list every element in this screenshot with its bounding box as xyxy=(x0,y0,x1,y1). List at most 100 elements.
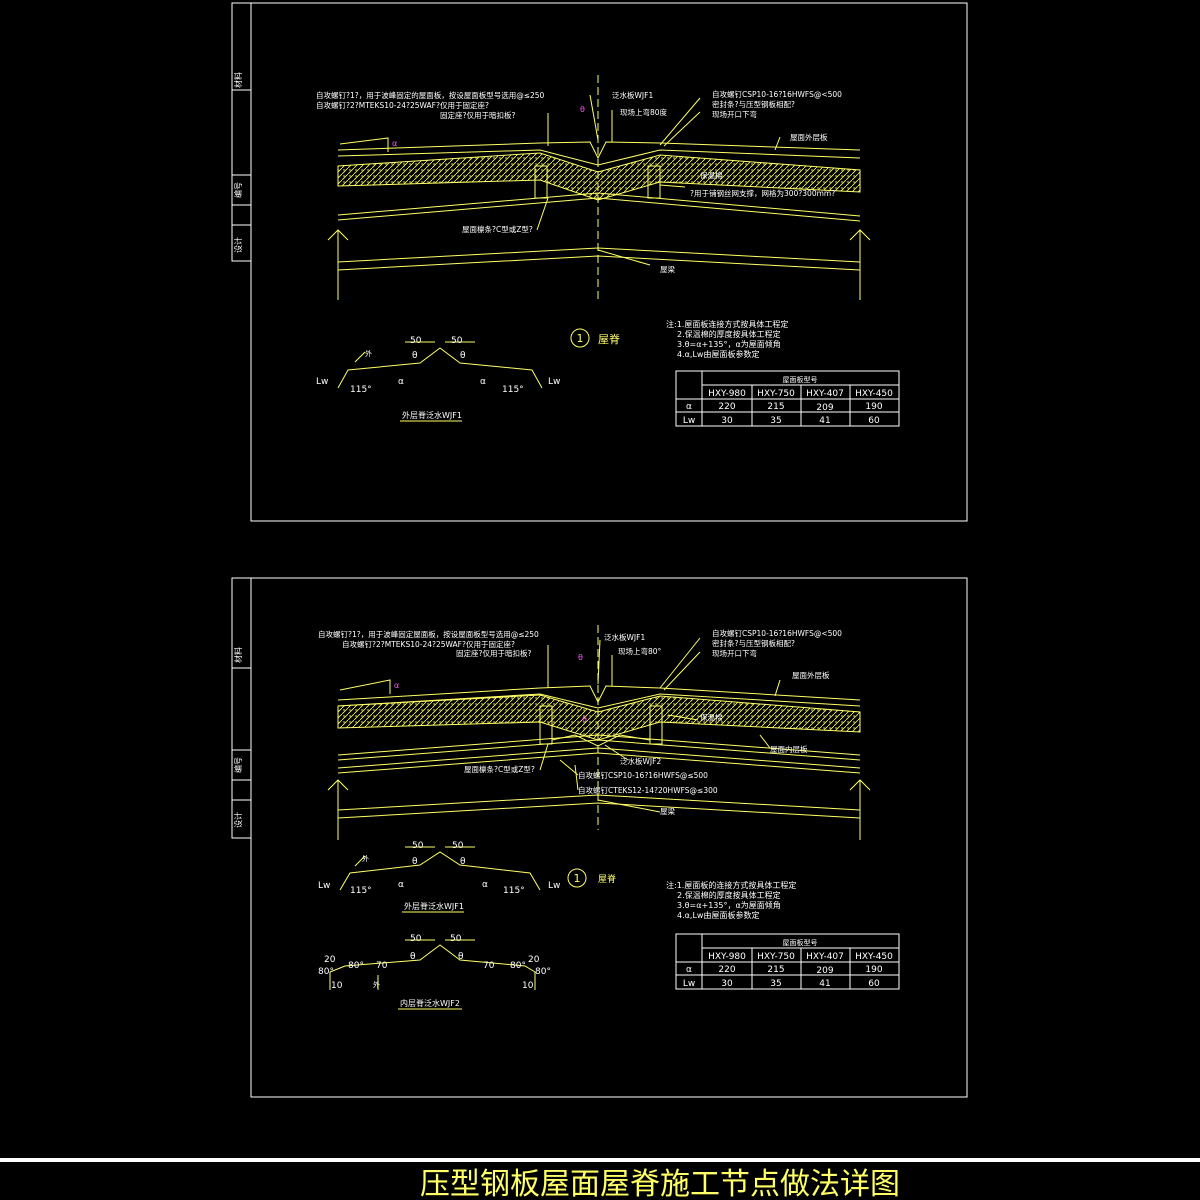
insulation-band xyxy=(337,152,861,201)
callout: 密封条?与压型钢板相配? xyxy=(712,99,795,109)
dim: 70 xyxy=(376,961,388,971)
note: 3.θ=α+135°，α为屋面倾角 xyxy=(677,900,781,910)
dim: α xyxy=(398,377,404,387)
profile-caption: 外层脊泛水WJF1 xyxy=(402,410,462,420)
dim: 115° xyxy=(350,385,372,395)
dim: Lw xyxy=(316,377,328,387)
table-cell: 60 xyxy=(868,416,880,426)
dim: 115° xyxy=(350,886,372,896)
dim: 50 xyxy=(452,841,464,851)
dim: Lw xyxy=(548,377,560,387)
dim: θ xyxy=(410,952,416,962)
profile-wjf1 xyxy=(337,341,543,389)
callout: 保温棉 xyxy=(700,712,723,722)
table-row-label: Lw xyxy=(683,416,695,426)
tab-label: 材料 xyxy=(233,647,243,663)
outer-panel-line xyxy=(337,141,861,160)
callout: 泛水板WJF2 xyxy=(620,756,661,766)
callout: 固定座?仅用于暗扣板? xyxy=(456,648,531,658)
dim: Lw xyxy=(318,881,330,891)
sheet-top: 材料 编号 设计 xyxy=(231,2,968,522)
callout: 屋梁 xyxy=(660,807,675,816)
dim: α xyxy=(482,880,488,890)
table-cell: 60 xyxy=(868,979,880,989)
note: 4.α,Lw由屋面板参数定 xyxy=(677,349,759,359)
slope-mark: α xyxy=(394,681,399,690)
table-cell: 220 xyxy=(718,402,735,412)
dim: 外 xyxy=(362,854,369,863)
profile-table xyxy=(675,370,900,427)
dim: θ xyxy=(412,857,418,867)
sheet-bottom: 材料 编号 设计 xyxy=(231,577,968,1098)
title-block-strip xyxy=(231,2,252,262)
callout: 屋面内层板 xyxy=(770,744,808,754)
callout: 自攻螺钉CSP10-16?16HWFS@<500 xyxy=(712,89,842,99)
dim: 50 xyxy=(450,934,462,944)
dim: 80° xyxy=(348,961,364,971)
dim: θ xyxy=(412,351,418,361)
table-cell: 209 xyxy=(816,403,833,413)
dim: 20 xyxy=(528,955,540,965)
ridge-section xyxy=(327,625,871,840)
note: 注:1.屋面板连接方式按具体工程定 xyxy=(666,319,788,329)
callout: 自攻螺钉CTEKS12-14?20HWFS@≤300 xyxy=(578,785,718,795)
table-cell: 220 xyxy=(718,965,735,975)
dim: θ xyxy=(460,857,466,867)
table-cell: 30 xyxy=(721,416,733,426)
table-cell: 209 xyxy=(816,966,833,976)
dim: θ xyxy=(458,952,464,962)
theta-mark: θ xyxy=(582,715,587,724)
table-cell: 35 xyxy=(770,416,781,426)
dim: 80° xyxy=(535,967,551,977)
callout: 屋面外层板 xyxy=(790,132,828,142)
note: 2.保温棉的厚度按具体工程定 xyxy=(677,890,781,900)
dim: 外 xyxy=(373,980,380,989)
callout: 屋面檩条?C型或Z型? xyxy=(464,764,535,774)
callout: 泛水板WJF1 xyxy=(612,90,653,100)
profile-wjf2 xyxy=(329,939,536,990)
dim: 50 xyxy=(410,336,422,346)
dim: 50 xyxy=(451,336,463,346)
callout: 自攻螺钉CSP10-16?16HWFS@≤500 xyxy=(578,770,708,780)
table-row-label: α xyxy=(686,402,692,412)
tab-label: 编号 xyxy=(233,182,243,198)
slope-mark: α xyxy=(392,139,397,148)
table-group-header: 屋面板型号 xyxy=(783,938,818,947)
profile-caption: 外层脊泛水WJF1 xyxy=(404,901,464,911)
page-title: 压型钢板屋面屋脊施工节点做法详图 xyxy=(420,1167,900,1200)
note: 3.θ=α+135°，α为屋面倾角 xyxy=(677,339,781,349)
sheet-frame xyxy=(250,2,968,522)
table-header: HXY-980 xyxy=(708,389,746,399)
insulation-band xyxy=(337,694,861,741)
purlin-right xyxy=(647,165,661,199)
title-bar xyxy=(0,1158,1200,1162)
purlin-right xyxy=(649,705,663,745)
table-cell: 35 xyxy=(770,979,781,989)
callout: 现场上弯80° xyxy=(618,646,662,656)
tab-label: 编号 xyxy=(233,757,243,773)
profile-caption: 内层脊泛水WJF2 xyxy=(400,998,460,1008)
table-cell: 215 xyxy=(767,402,784,412)
table-row-label: Lw xyxy=(683,979,695,989)
roof-beam xyxy=(337,794,861,811)
dim: 50 xyxy=(410,934,422,944)
tab-label: 材料 xyxy=(233,72,243,88)
purlin-left xyxy=(539,705,553,745)
purlin-left xyxy=(534,165,548,199)
section-number: 1 xyxy=(577,332,584,345)
callout: 自攻螺钉?2?MTEKS10-24?25WAF?仅用于固定座? xyxy=(316,100,489,110)
dim: 10 xyxy=(522,981,534,991)
table-header: HXY-450 xyxy=(855,952,893,962)
table-group-header: 屋面板型号 xyxy=(783,375,818,384)
callout: 自攻螺钉?2?MTEKS10-24?25WAF?仅用于固定座? xyxy=(342,639,515,649)
title-block-strip xyxy=(231,577,252,839)
table-cell: 41 xyxy=(819,979,830,989)
table-header: HXY-450 xyxy=(855,389,893,399)
callout: 自攻螺钉?1?，用于波峰固定的屋面板，按设屋面板型号选用@≤250 xyxy=(316,90,545,100)
table-header: HXY-407 xyxy=(806,952,844,962)
dim: 外 xyxy=(365,349,372,358)
table-header: HXY-750 xyxy=(757,389,795,399)
dim: 115° xyxy=(503,886,525,896)
dim: 20 xyxy=(324,955,336,965)
